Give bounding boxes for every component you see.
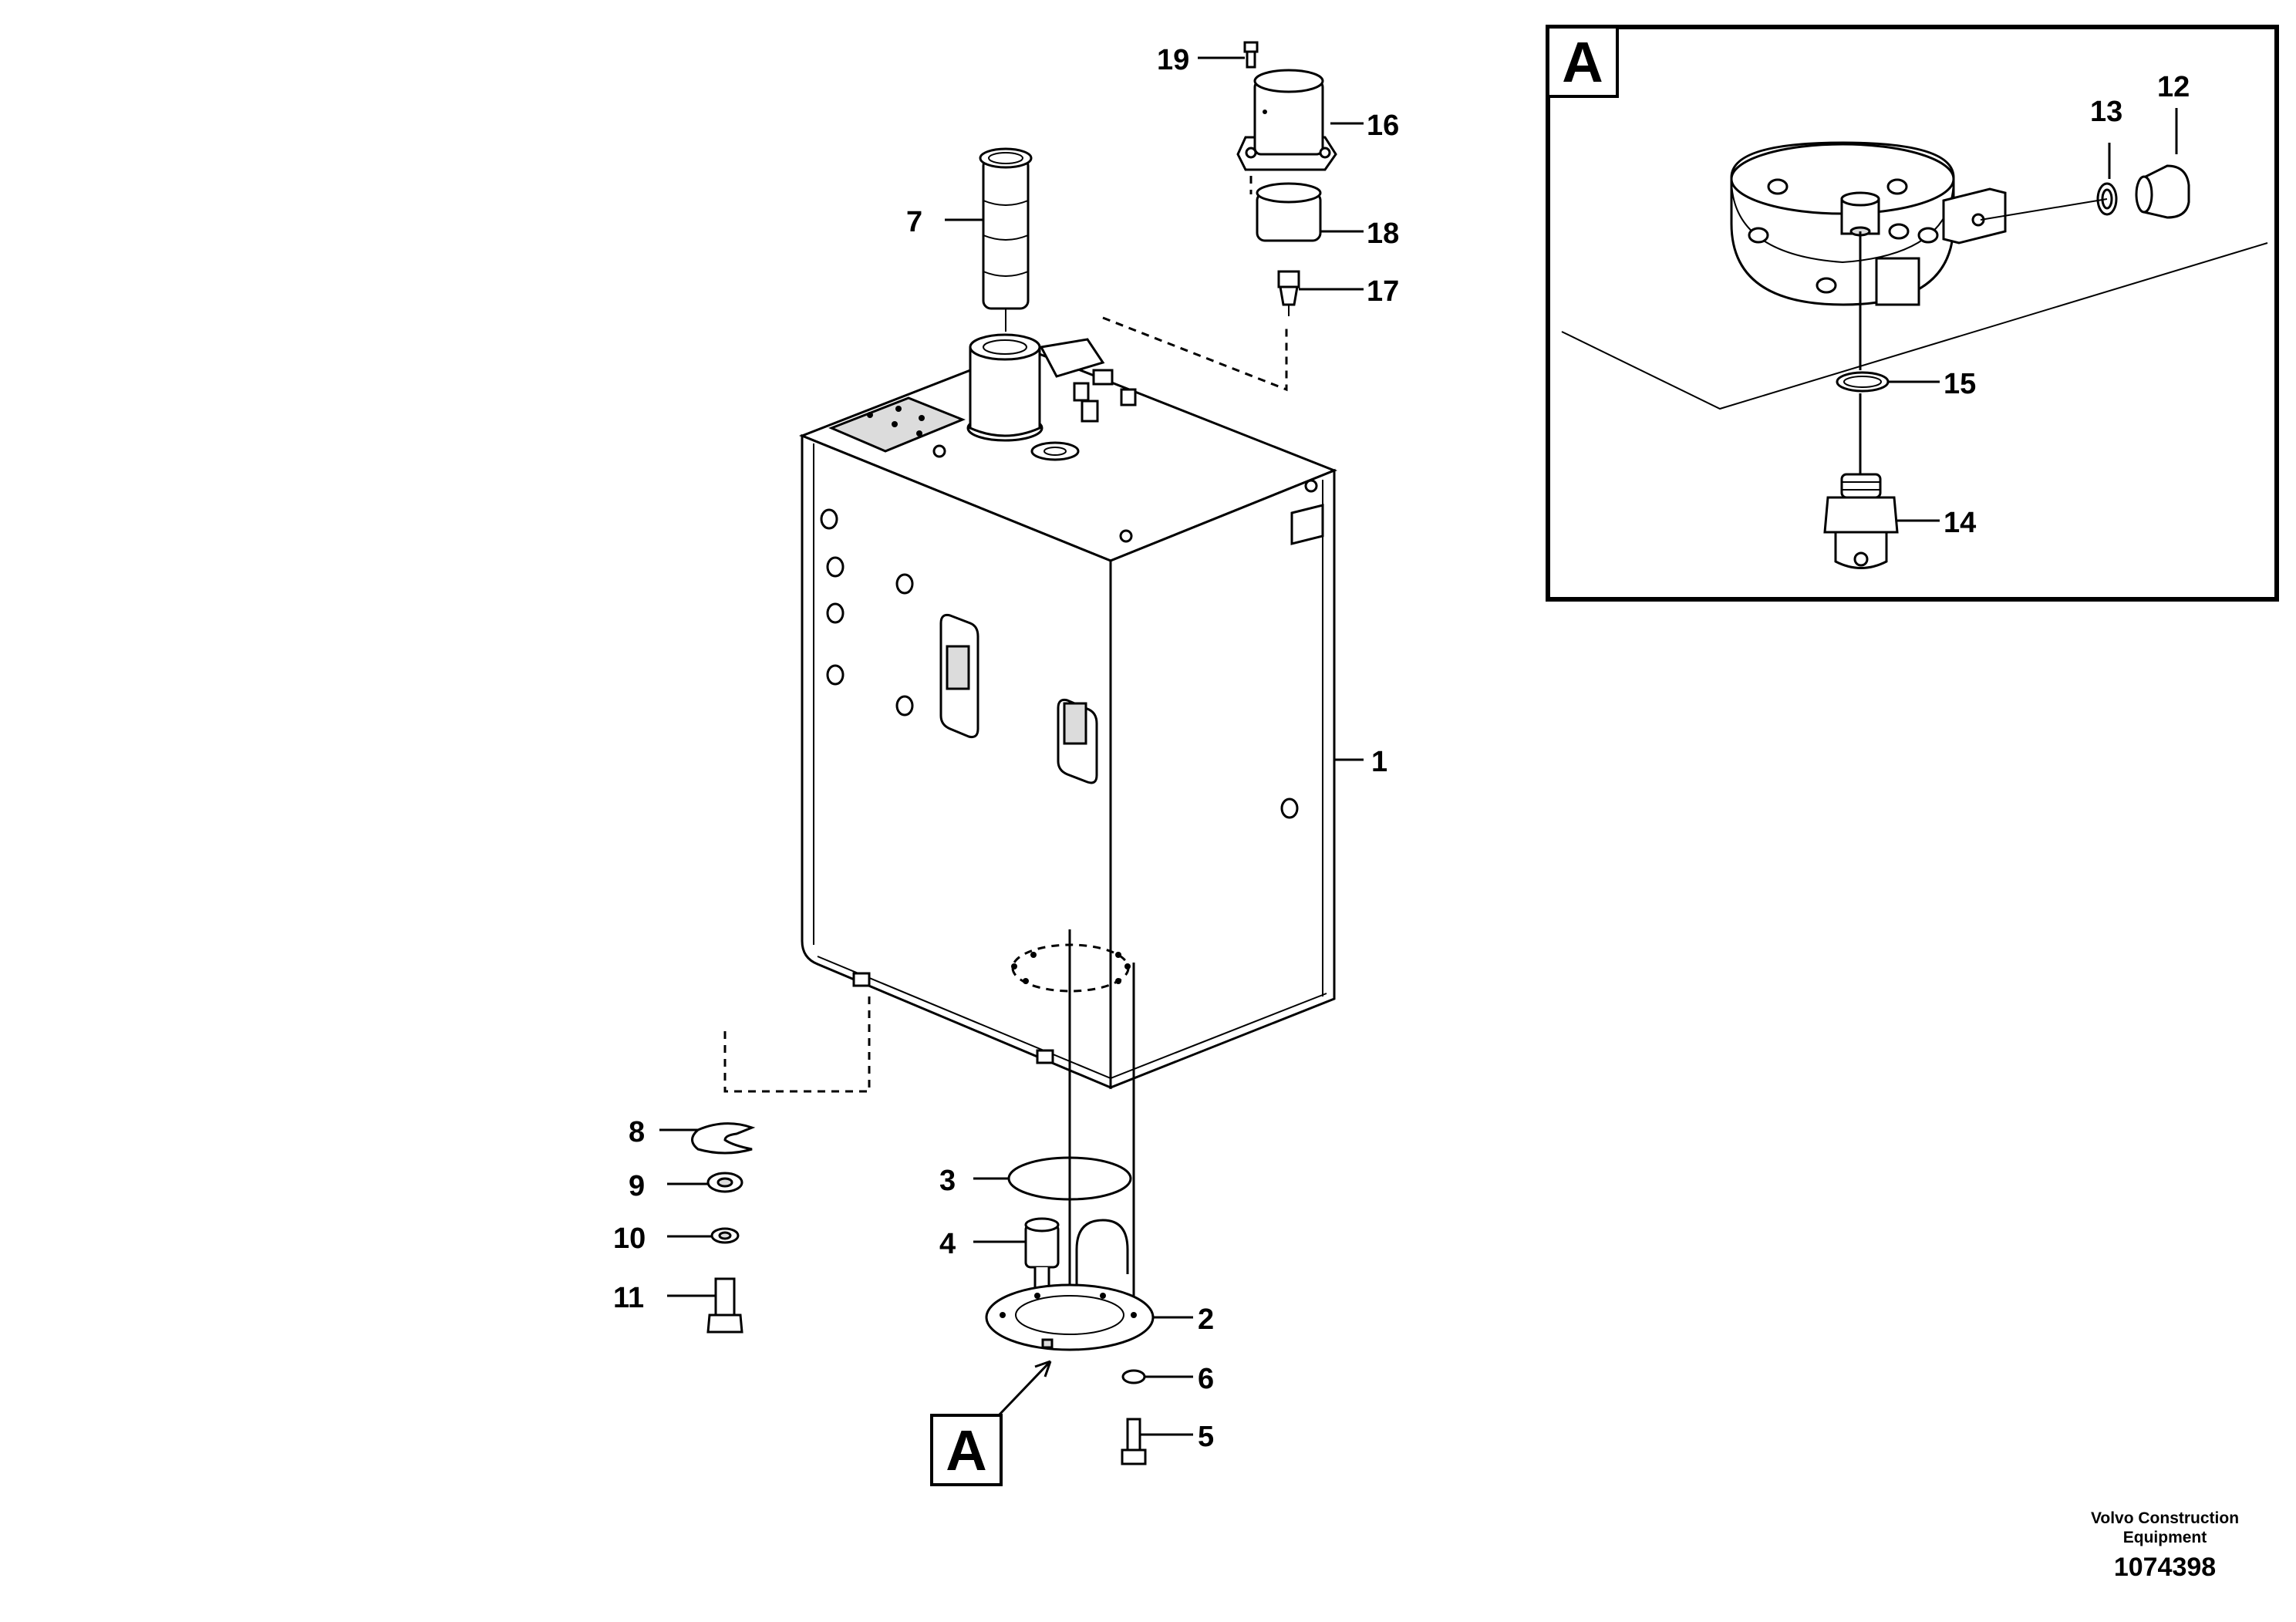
callout-10: 10: [613, 1222, 646, 1255]
hydraulic-tank: [798, 333, 1338, 1090]
callout-18: 18: [1367, 218, 1399, 250]
part-9-washer: [706, 1172, 743, 1193]
credit-line-2: Equipment: [2123, 1529, 2207, 1546]
callout-15: 15: [1944, 368, 1976, 400]
footer: Volvo Construction Equipment 1074398: [2091, 1509, 2239, 1582]
callout-12: 12: [2157, 71, 2190, 103]
callout-4: 4: [939, 1228, 956, 1260]
callout-5: 5: [1198, 1421, 1214, 1453]
part-7-breather-pipe: [979, 147, 1033, 332]
callout-3: 3: [939, 1165, 956, 1197]
part-16-filter-cover: [1236, 69, 1337, 171]
callout-1: 1: [1371, 746, 1387, 778]
detail-reference-letter: A: [946, 1418, 986, 1482]
part-5-bolt: [1121, 1418, 1147, 1465]
part-10-washer: [710, 1227, 740, 1244]
part-11-bolt: [706, 1277, 743, 1334]
leader-lines: [659, 56, 1364, 1436]
document-number: 1074398: [2114, 1553, 2216, 1582]
callout-19: 19: [1157, 44, 1189, 76]
part-2-suction-flange: [985, 1283, 1155, 1351]
part-19-screw: [1243, 41, 1259, 69]
part-6-washer: [1121, 1369, 1146, 1384]
part-18-filter-element: [1256, 182, 1322, 242]
callout-6: 6: [1198, 1363, 1214, 1395]
detail-view-letter: A: [1562, 30, 1603, 94]
callout-numbers: 19 16 7 18 17 1 8 9 10 11 3 4 2 6 5: [613, 44, 1399, 1453]
part-8-washer-open: [691, 1122, 756, 1155]
callout-13: 13: [2090, 96, 2122, 128]
callout-9: 9: [629, 1170, 645, 1202]
callout-7: 7: [906, 206, 922, 238]
callout-11: 11: [613, 1282, 644, 1314]
callout-17: 17: [1367, 275, 1399, 308]
callout-8: 8: [629, 1116, 645, 1148]
credit-line-1: Volvo Construction: [2091, 1509, 2239, 1527]
part-17-fitting: [1277, 270, 1300, 316]
callout-14: 14: [1944, 507, 1976, 539]
callout-2: 2: [1198, 1303, 1214, 1336]
callout-16: 16: [1367, 110, 1399, 142]
detail-reference-a: A: [930, 1414, 1003, 1486]
detail-view-a: A: [1546, 25, 2279, 602]
